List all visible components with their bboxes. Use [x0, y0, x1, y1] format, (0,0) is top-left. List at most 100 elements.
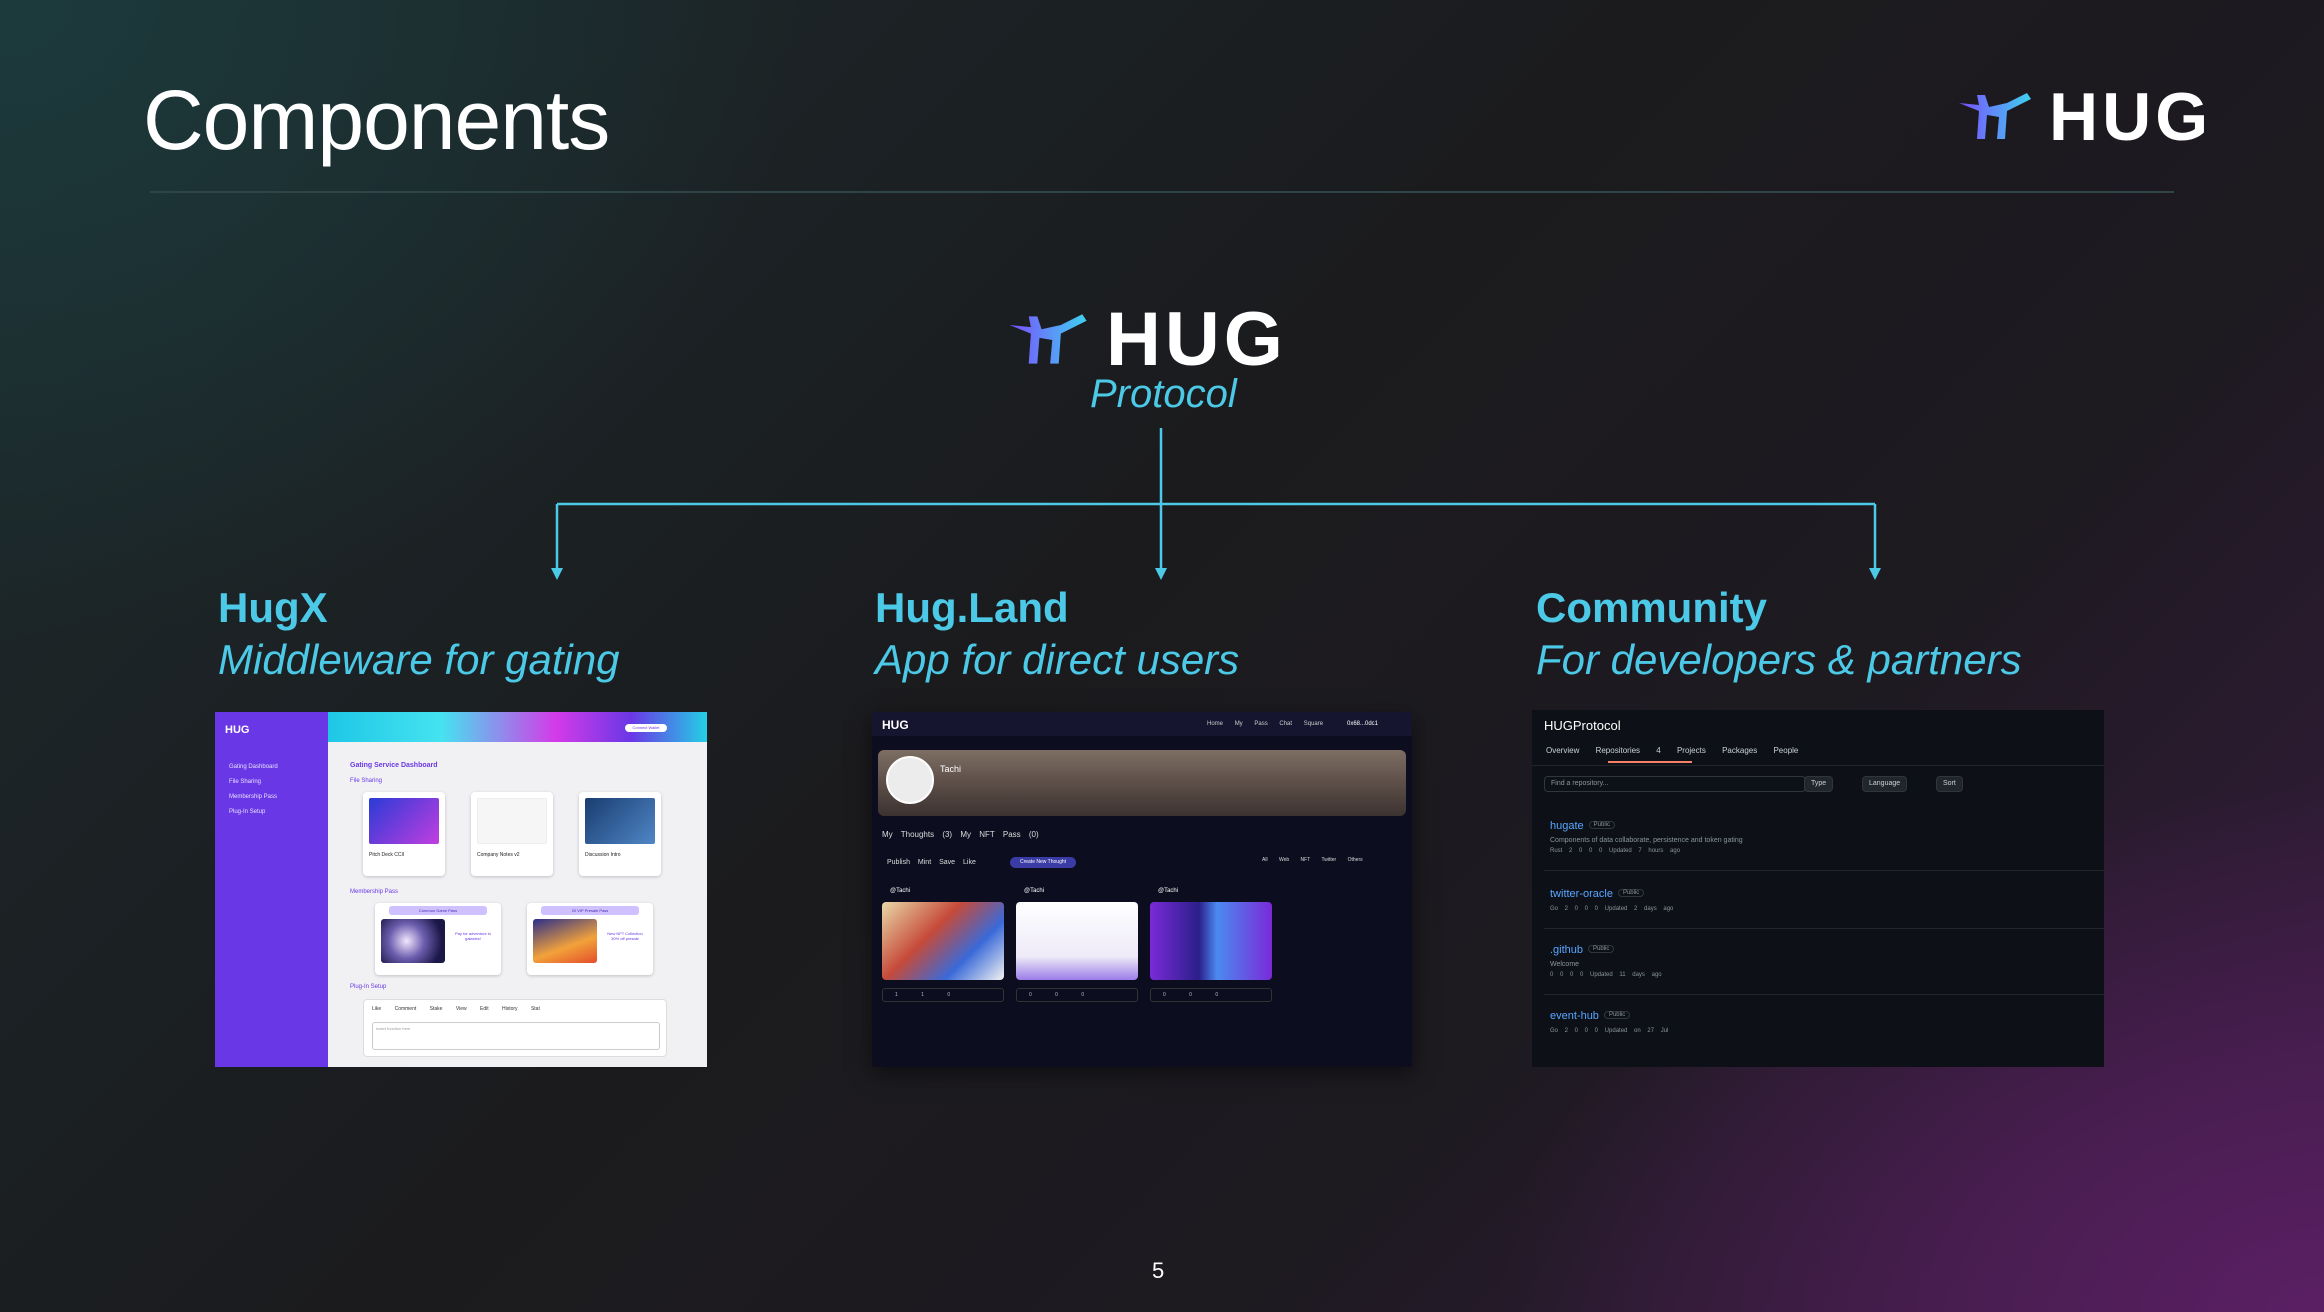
repo-name[interactable]: twitter-oracle — [1550, 888, 1613, 900]
hugland-subtabs[interactable]: Publish Mint Save Like — [887, 859, 976, 866]
hugx-nav-item[interactable]: Membership Pass — [229, 794, 278, 800]
card-stats: 0 0 0 — [1016, 988, 1138, 1002]
page-number: 5 — [1152, 1258, 1165, 1283]
hugx-section-title: Membership Pass — [350, 889, 399, 895]
column-title: HugX — [218, 584, 328, 631]
card-image — [1016, 902, 1138, 980]
sort-select[interactable]: Sort — [1936, 776, 1963, 792]
membership-pass-card[interactable]: Common Game Pass Pay for adventure in ga… — [375, 903, 501, 975]
hugx-heading: Gating Service Dashboard — [350, 762, 438, 769]
column-hugx: HugX Middleware for gating — [218, 584, 620, 684]
repo-item[interactable]: event-hub Public Go 2 0 0 0 Updated on 27… — [1550, 1006, 1668, 1034]
thought-card[interactable]: @Tachi 0 0 0 — [1016, 888, 1138, 1004]
profile-banner — [878, 750, 1406, 816]
repo-meta: Go 2 0 0 0 Updated 2 days ago — [1550, 906, 1674, 912]
hugx-nav-item[interactable]: Plug-In Setup — [229, 809, 266, 815]
pass-tag: Common Game Pass — [389, 906, 487, 915]
card-stats: 1 1 0 — [882, 988, 1004, 1002]
card-image — [882, 902, 1004, 980]
visibility-badge: Public — [1617, 888, 1645, 897]
repo-name[interactable]: .github — [1550, 944, 1584, 956]
create-thought-button[interactable]: Create New Thought — [1010, 857, 1076, 868]
brand-logo-top: HUG — [1955, 78, 2212, 156]
org-name: HUGProtocol — [1544, 718, 1621, 733]
pass-tag: 20 VIP Presale Pass — [541, 906, 639, 915]
repo-search-input[interactable]: Find a repository... — [1544, 776, 1806, 792]
brand-logo-text: HUG — [1106, 297, 1287, 382]
file-caption: Pitch Deck CCII — [369, 852, 405, 858]
connect-wallet-button[interactable]: Connect Wallet — [625, 724, 667, 732]
plugin-setup-panel: Like Comment Stake View Edit History Sta… — [363, 999, 667, 1057]
org-tabs[interactable]: Overview Repositories 4 Projects Package… — [1546, 746, 1799, 755]
hugland-filters[interactable]: All Web NFT Twitter Others — [1262, 857, 1363, 863]
thought-card[interactable]: @Tachi 1 1 0 — [882, 888, 1004, 1004]
repo-description: Components of data collaborate, persiste… — [1550, 837, 1743, 844]
language-select[interactable]: Language — [1862, 776, 1908, 792]
membership-pass-card[interactable]: 20 VIP Presale Pass New NFT Collection 3… — [527, 903, 653, 975]
repo-divider — [1544, 928, 2104, 929]
hugland-screenshot: HUG Home My Pass Chat Square 0x68...0dc1… — [872, 712, 1412, 1067]
file-card[interactable]: Discussion Intro — [579, 792, 661, 876]
repo-divider — [1544, 994, 2104, 995]
repo-item[interactable]: twitter-oracle Public Go 2 0 0 0 Updated … — [1550, 884, 1673, 912]
column-subtitle: Middleware for gating — [218, 636, 620, 683]
avatar[interactable] — [886, 756, 934, 804]
visibility-badge: Public — [1588, 944, 1615, 953]
repo-meta: 0 0 0 0 Updated 11 days ago — [1550, 972, 1662, 978]
hugland-logo: HUG — [882, 718, 909, 732]
card-author: @Tachi — [1158, 888, 1179, 894]
repo-name[interactable]: event-hub — [1550, 1010, 1599, 1022]
slide-title: Components — [143, 73, 610, 167]
repo-name[interactable]: hugate — [1550, 820, 1584, 832]
card-author: @Tachi — [1024, 888, 1045, 894]
type-select[interactable]: Type — [1804, 776, 1834, 792]
brand-logo-center: HUG — [1004, 296, 1287, 383]
column-title: Community — [1536, 584, 1767, 631]
hugx-sidebar: HUG Gating Dashboard File Sharing Member… — [215, 712, 328, 1067]
hugx-banner: Connect Wallet — [328, 712, 707, 742]
file-caption: Discussion Intro — [585, 852, 621, 858]
hug-logo-icon — [1959, 93, 2031, 139]
hug-logo-icon — [1009, 313, 1087, 364]
card-image — [1150, 902, 1272, 980]
visibility-badge: Public — [1603, 1010, 1631, 1019]
protocol-label: Protocol — [1090, 372, 1237, 416]
title-divider — [150, 191, 2174, 193]
plugin-actions[interactable]: Like Comment Stake View Edit History Sta… — [372, 1006, 540, 1012]
active-tab-indicator — [1608, 761, 1692, 763]
repo-divider — [1544, 870, 2104, 871]
column-community: Community For developers & partners — [1536, 584, 2022, 684]
hugx-screenshot: HUG Gating Dashboard File Sharing Member… — [215, 712, 707, 1067]
hugland-tabs[interactable]: My Thoughts (3) My NFT Pass (0) — [882, 830, 1039, 839]
pass-text: New NFT Collection 30% off presale — [607, 931, 643, 941]
file-card[interactable]: Pitch Deck CCII — [363, 792, 445, 876]
column-title: Hug.Land — [875, 584, 1069, 631]
pass-image — [533, 919, 597, 963]
hugland-navbar: HUG Home My Pass Chat Square 0x68...0dc1 — [872, 712, 1412, 736]
file-card[interactable]: Company Notes v2 — [471, 792, 553, 876]
repo-meta: Rust 2 0 0 0 Updated 7 hours ago — [1550, 848, 1681, 854]
brand-logo-text: HUG — [2049, 79, 2213, 155]
card-stats: 0 0 0 — [1150, 988, 1272, 1002]
column-hugland: Hug.Land App for direct users — [875, 584, 1239, 684]
pass-image — [381, 919, 445, 963]
repo-meta: Go 2 0 0 0 Updated on 27 Jul — [1550, 1028, 1669, 1034]
hugx-nav-item[interactable]: Gating Dashboard — [229, 764, 278, 770]
card-author: @Tachi — [890, 888, 911, 894]
hugx-logo: HUG — [225, 724, 250, 736]
wallet-address[interactable]: 0x68...0dc1 — [1347, 721, 1379, 727]
hugland-nav-links[interactable]: Home My Pass Chat Square — [1207, 721, 1324, 727]
file-thumbnail — [585, 798, 655, 844]
visibility-badge: Public — [1588, 820, 1615, 829]
community-screenshot: HUGProtocol Overview Repositories 4 Proj… — [1532, 710, 2104, 1067]
plugin-function-input[interactable]: Insert function here — [372, 1022, 660, 1050]
thought-card[interactable]: @Tachi 0 0 0 — [1150, 888, 1272, 1004]
hugx-nav-item[interactable]: File Sharing — [229, 779, 262, 785]
repo-item[interactable]: hugate Public Components of data collabor… — [1550, 816, 1743, 854]
hugx-section-title: Plug-In Setup — [350, 984, 387, 990]
file-thumbnail — [477, 798, 547, 844]
pass-text: Pay for adventure in galaxies! — [455, 931, 491, 941]
column-subtitle: For developers & partners — [1536, 636, 2022, 683]
